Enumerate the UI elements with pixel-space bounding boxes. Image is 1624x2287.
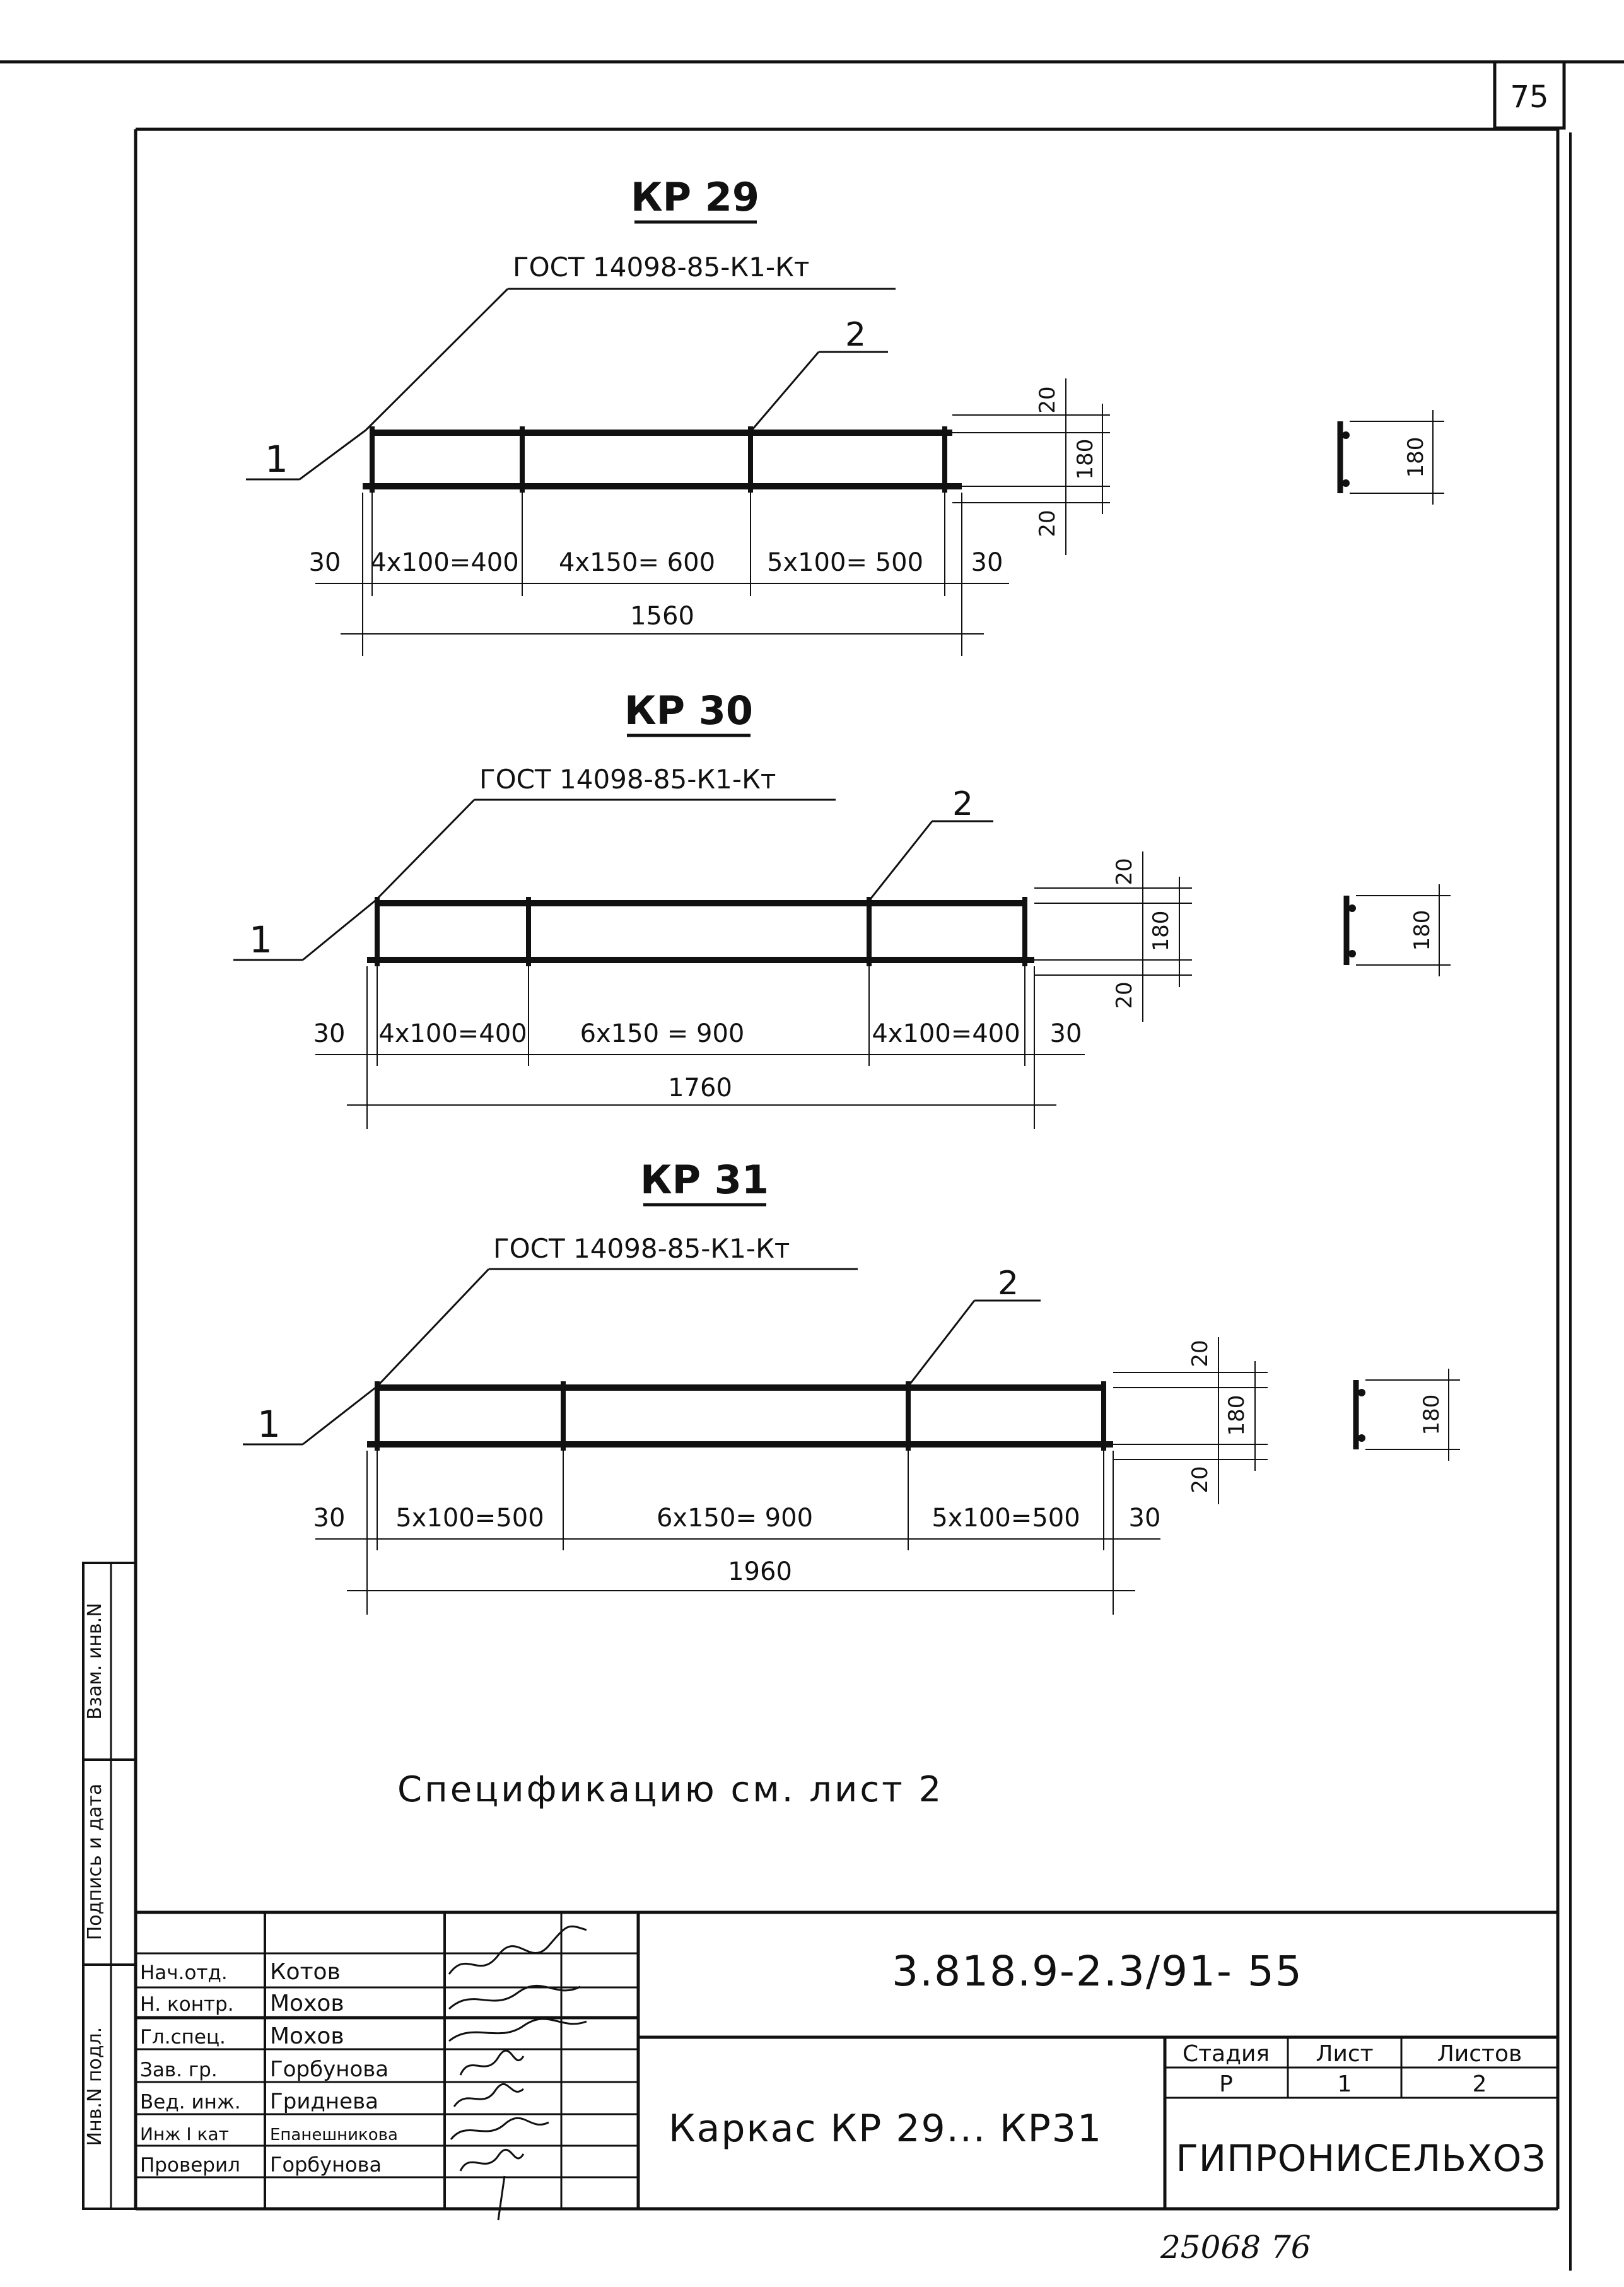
kr31-leader-1: [376, 1268, 490, 1388]
kr30-seg: 30: [1050, 1019, 1082, 1048]
kr29-dim-top: 20: [1035, 386, 1060, 413]
kr30-leader-2: [868, 821, 933, 901]
drawing-kr30: КР 30 ГОСТ 14098-85-К1-Кт 1 2 20 180 20 …: [233, 687, 1451, 1129]
stage-value: Р: [1219, 2071, 1233, 2097]
kr29-seg: 4х100=400: [370, 548, 518, 577]
role-label: Проверил: [140, 2154, 240, 2177]
sheets-label: Листов: [1437, 2041, 1522, 2067]
kr30-total: 1760: [668, 1073, 732, 1103]
kr30-callout-2: 2: [952, 785, 973, 823]
kr30-seg: 30: [313, 1019, 346, 1048]
kr30-seg: 4х100=400: [378, 1019, 527, 1048]
kr29-dim-height: 180: [1073, 439, 1098, 480]
kr31-seg: 30: [313, 1504, 346, 1533]
kr31-dim-bottom: 20: [1188, 1466, 1213, 1493]
side-stamp: Инв.N подл. Подпись и дата Взам. инв.N: [82, 1562, 137, 2210]
kr29-title: КР 29: [631, 174, 759, 220]
kr30-gost: ГОСТ 14098-85-К1-Кт: [479, 764, 776, 795]
kr29-leader-2: [751, 351, 820, 431]
signature-image: [450, 2117, 549, 2140]
kr31-callout-1: 1: [257, 1403, 281, 1446]
signatures: [448, 1925, 587, 2221]
signature-image: [459, 2049, 525, 2076]
kr30-callout-1: 1: [249, 918, 272, 961]
role-name: Гриднева: [270, 2089, 378, 2114]
kr29-gost: ГОСТ 14098-85-К1-Кт: [513, 252, 809, 283]
kr30-dim-top: 20: [1112, 858, 1137, 885]
signature-image: [448, 1925, 587, 1975]
role-name: Горбунова: [270, 2057, 388, 2082]
kr29-seg: 30: [309, 548, 341, 577]
kr29-dim-bottom: 20: [1035, 510, 1060, 537]
role-label: Нач.отд.: [140, 1962, 228, 1984]
kr29-section-height: 180: [1403, 437, 1428, 478]
kr29-leader-1: [365, 288, 509, 431]
drawing-kr29: КР 29 ГОСТ 14098-85-К1-Кт 1 2 20 180 20: [246, 174, 1444, 656]
kr31-leader-2: [907, 1300, 976, 1387]
side-sign-date: Подпись и дата: [84, 1784, 106, 1941]
kr30-section-height: 180: [1410, 910, 1435, 951]
kr30-leader-1: [374, 798, 476, 902]
kr31-seg: 5х100=500: [395, 1504, 544, 1533]
sheet-value: 1: [1338, 2071, 1352, 2097]
kr29-seg: 5х100= 500: [767, 548, 923, 577]
role-name: Горбунова: [270, 2153, 382, 2177]
kr31-callout-2: 2: [998, 1265, 1019, 1302]
specification-note: Спецификацию см. лист 2: [397, 1769, 943, 1810]
kr31-seg: 6х150= 900: [657, 1504, 813, 1533]
signature-image: [453, 2083, 525, 2107]
role-name: Епанешникова: [270, 2126, 398, 2144]
kr29-callout-1: 1: [265, 438, 288, 481]
role-label: Н. контр.: [140, 1993, 234, 2016]
title-block: Нач.отд. Котов Н. контр. Мохов Гл.спец. …: [136, 1910, 1558, 2221]
role-label: Зав. гр.: [140, 2059, 218, 2081]
kr31-section-height: 180: [1419, 1395, 1444, 1436]
kr30-seg: 6х150 = 900: [580, 1019, 745, 1048]
page-number: 75: [1510, 79, 1548, 115]
role-label: Вед. инж.: [140, 2091, 241, 2114]
sheet-label: Лист: [1316, 2041, 1373, 2067]
kr31-dim-top: 20: [1188, 1340, 1213, 1367]
drawing-name: Каркас КР 29... КР31: [669, 2107, 1102, 2151]
side-inv-orig: Инв.N подл.: [84, 2027, 106, 2146]
stage-label: Стадия: [1183, 2041, 1270, 2067]
kr31-seg: 30: [1129, 1504, 1161, 1533]
footer-handwritten-number: 25068 76: [1160, 2229, 1311, 2266]
organization: ГИПРОНИСЕЛЬХОЗ: [1176, 2137, 1546, 2180]
sheets-value: 2: [1473, 2071, 1487, 2097]
kr31-dim-height: 180: [1224, 1395, 1249, 1436]
role-name: Котов: [270, 1959, 341, 1985]
kr30-dim-bottom: 20: [1112, 981, 1137, 1009]
kr30-dim-height: 180: [1148, 911, 1174, 952]
kr29-callout-2: 2: [845, 316, 866, 354]
kr31-total: 1960: [728, 1557, 792, 1586]
role-label: Инж I кат: [140, 2124, 229, 2144]
kr29-seg: 30: [971, 548, 1003, 577]
doc-code: 3.818.9-2.3/91- 55: [892, 1947, 1303, 1996]
kr29-total: 1560: [630, 602, 694, 631]
drawing-kr31: КР 31 ГОСТ 14098-85-К1-Кт 1 2 20 180 20 …: [243, 1157, 1460, 1615]
kr31-gost: ГОСТ 14098-85-К1-Кт: [493, 1233, 790, 1264]
signature-image: [459, 2149, 525, 2221]
kr30-title: КР 30: [624, 687, 753, 734]
kr31-seg: 5х100=500: [932, 1504, 1080, 1533]
signature-image: [448, 1985, 581, 2010]
role-label: Гл.спец.: [140, 2026, 226, 2049]
signature-image: [448, 2018, 587, 2042]
role-name: Мохов: [270, 2023, 344, 2049]
side-vzam-inv: Взам. инв.N: [84, 1603, 106, 1719]
kr31-title: КР 31: [640, 1157, 769, 1203]
kr30-seg: 4х100=400: [872, 1019, 1020, 1048]
kr29-seg: 4х150= 600: [559, 548, 715, 577]
role-name: Мохов: [270, 1991, 344, 2016]
